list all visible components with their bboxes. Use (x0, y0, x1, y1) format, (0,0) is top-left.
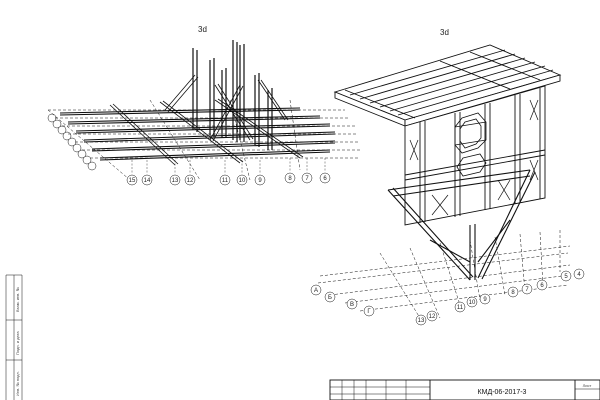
side-label-sign-date: Подп. и дата (15, 331, 20, 355)
axis-letter: В (350, 302, 354, 308)
left-view-label: 3d (198, 25, 207, 34)
axis-bubble (346, 298, 358, 310)
axis-bubble (507, 286, 519, 298)
axis-number: 10 (239, 178, 246, 184)
wall-braces (409, 99, 539, 216)
axis-bubble (284, 172, 296, 184)
axis-bubble (536, 279, 548, 291)
axis-number: 13 (418, 318, 425, 324)
axis-number: 4 (577, 272, 581, 278)
axis-bubble (236, 174, 248, 186)
side-label-inv-original: Инв. № подл. (15, 371, 20, 396)
axis-number: 14 (144, 178, 151, 184)
roof-slab (333, 44, 562, 127)
axis-number: 13 (172, 178, 179, 184)
left-cross-beams (109, 98, 304, 166)
axis-number: 9 (258, 178, 262, 184)
left-beams (59, 107, 336, 161)
axis-bubble (415, 314, 427, 326)
axis-bubble (319, 172, 331, 184)
axis-number: 6 (540, 283, 544, 289)
axis-letter: Г (367, 309, 371, 315)
axis-bubble (141, 174, 153, 186)
drawing-code: КМД-06-2017-3 (478, 389, 527, 396)
sheet-label: Лист (583, 383, 592, 388)
axis-number: 7 (525, 287, 529, 293)
left-leaders (131, 158, 326, 174)
title-block (329, 379, 600, 400)
axis-bubble (560, 270, 572, 282)
right-view-frame (317, 44, 571, 319)
axis-bubble (466, 296, 478, 308)
axis-number: 6 (323, 176, 327, 182)
axis-bubble (454, 301, 466, 313)
axis-number: 11 (457, 305, 464, 311)
right-view-label: 3d (440, 28, 449, 37)
axis-number: 7 (305, 176, 309, 182)
axis-number: 5 (564, 274, 568, 280)
side-label-replace-inv: Взам. инв. № (15, 287, 20, 312)
axis-number: 8 (288, 176, 292, 182)
left-posts (192, 40, 273, 150)
axis-letter: А (314, 288, 318, 294)
binding-strip (5, 274, 23, 400)
left-stack-bubbles (47, 113, 97, 171)
axis-number: 12 (429, 314, 436, 320)
axis-number: 9 (483, 297, 487, 303)
axis-bubble (169, 174, 181, 186)
octagon-panel (454, 112, 487, 177)
axis-bubble (479, 293, 491, 305)
axis-bubble (301, 172, 313, 184)
axis-bubble (573, 268, 585, 280)
axis-number: 10 (469, 300, 476, 306)
axis-number: 11 (222, 178, 229, 184)
axis-bubble (184, 174, 196, 186)
axis-bubble (521, 283, 533, 295)
axis-bubble (363, 305, 375, 317)
right-letter-bubbles (310, 284, 375, 317)
hopper-legs (387, 169, 536, 281)
axis-bubble (324, 291, 336, 303)
axis-bubble (426, 310, 438, 322)
axis-bubble (219, 174, 231, 186)
axis-number: 12 (187, 178, 194, 184)
axis-letter: Б (328, 295, 332, 301)
right-grid-dashed (317, 230, 571, 319)
left-braces (164, 74, 289, 142)
left-view-frame (47, 40, 362, 181)
axis-number: 15 (129, 178, 136, 184)
axis-bubble (310, 284, 322, 296)
axis-bubble (254, 174, 266, 186)
right-number-bubbles (415, 268, 585, 326)
axis-number: 8 (511, 290, 515, 296)
left-axis-bubbles (126, 172, 331, 186)
axis-bubble (126, 174, 138, 186)
